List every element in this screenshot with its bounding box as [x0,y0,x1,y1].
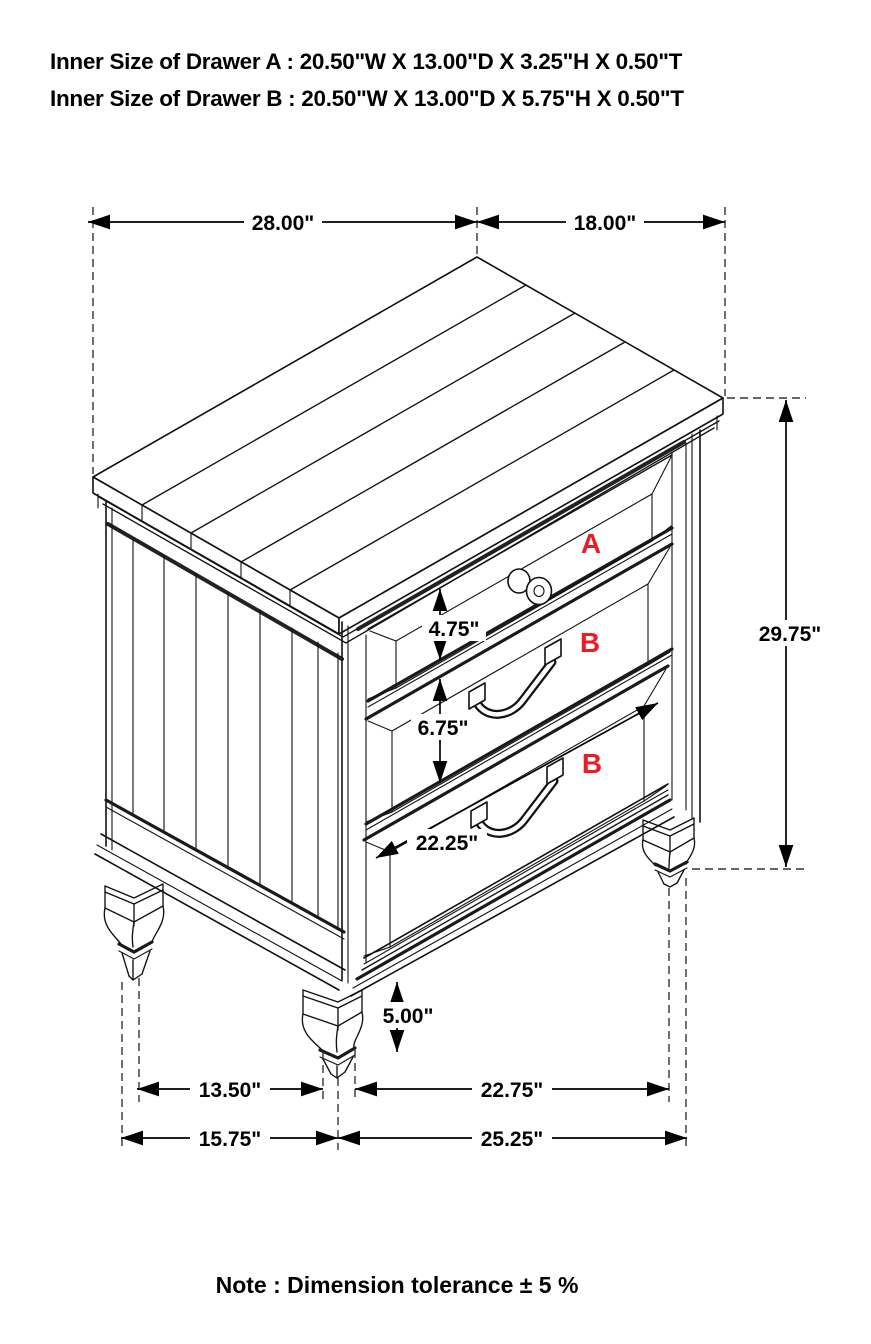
drawer-a [366,454,674,708]
dim-base-width-label: 25.25" [481,1128,544,1151]
dimension-annotations: 28.00" 18.00" 29.75" 4.75" 6.75" 22.25" … [88,207,830,1151]
drawer-b-middle-handle [468,638,562,719]
dim-leg-span-front-label: 22.75" [481,1079,544,1102]
drawer-a-label: A [581,528,601,559]
cornice [97,415,720,661]
dim-drawer-b-height-label: 6.75" [418,717,469,740]
planked-top [92,256,724,635]
dim-leg-span-side-label: 13.50" [199,1079,262,1102]
leg-right [641,817,696,888]
drawer-b-middle-label: B [580,627,600,658]
header-line-2: Inner Size of Drawer B : 20.50"W X 13.00… [50,86,684,111]
dim-overall-height-label: 29.75" [759,623,822,646]
dim-top-width-label: 28.00" [252,212,315,235]
dim-leg-height-label: 5.00" [383,1005,434,1028]
side-panel [94,501,346,991]
drawer-b-bottom-label: B [582,748,602,779]
dim-drawer-front-width-label: 22.25" [416,832,479,855]
leg-back-left [103,883,165,981]
front-stiles [341,429,701,984]
dim-drawer-a-height-label: 4.75" [429,618,480,641]
nightstand-drawing [92,256,724,1079]
dim-top-depth-label: 18.00" [574,212,637,235]
tolerance-note: Note : Dimension tolerance ± 5 % [216,1272,579,1298]
dim-base-depth-label: 15.75" [199,1128,262,1151]
drawer-a-knob [507,568,553,606]
header-line-1: Inner Size of Drawer A : 20.50"W X 13.00… [50,49,683,74]
leg-front [301,989,364,1079]
